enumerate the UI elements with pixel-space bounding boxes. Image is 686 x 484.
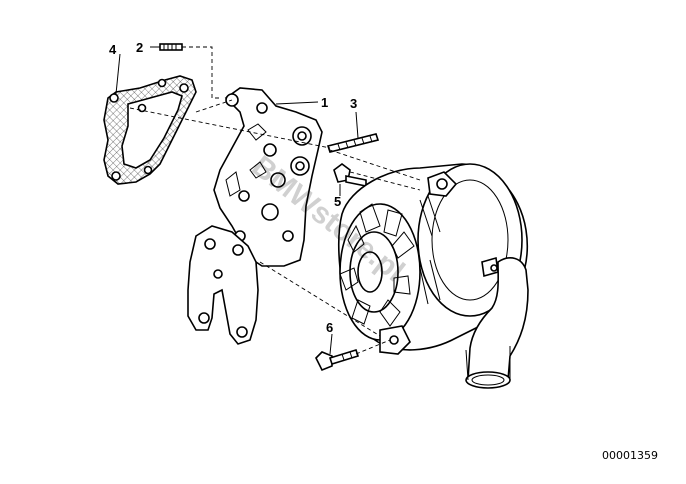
- callout-6: 6: [326, 320, 333, 335]
- callout-5: 5: [334, 194, 341, 209]
- bracket-part: [187, 87, 323, 345]
- short-bolt-part: [333, 163, 367, 187]
- callout-4: 4: [109, 42, 117, 57]
- leader-lines: [115, 46, 359, 355]
- stud-part: [159, 43, 183, 51]
- assembly-lines: [129, 46, 421, 355]
- long-bolt-part: [326, 133, 380, 153]
- alternator-part: [337, 163, 528, 355]
- callout-3: 3: [350, 96, 357, 111]
- callout-1: 1: [321, 95, 328, 110]
- callout-labels: 4 2 1 3 5 6: [109, 40, 357, 335]
- callout-2: 2: [136, 40, 143, 55]
- air-duct-part: [465, 257, 529, 389]
- gasket-part: [103, 75, 197, 185]
- reference-number: 00001359: [602, 449, 658, 462]
- bolt-six-part: [315, 349, 360, 372]
